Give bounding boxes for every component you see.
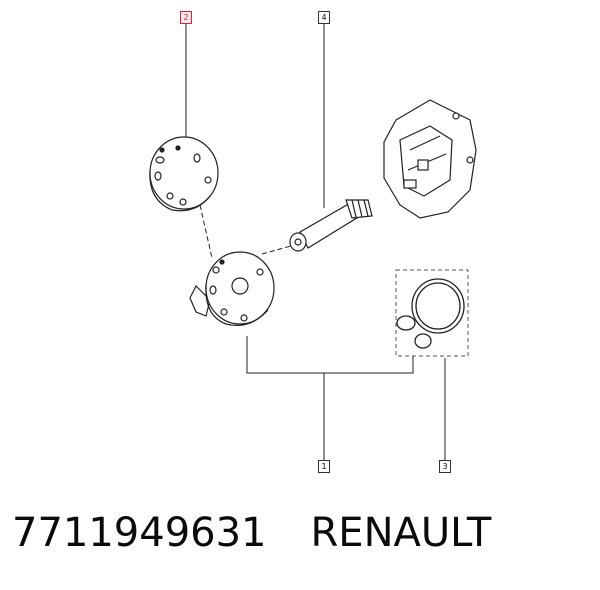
part-number: 7711949631 xyxy=(12,510,267,556)
assembly-dashed-line xyxy=(199,204,213,259)
engine-mounting-body xyxy=(383,99,477,219)
seal-kit-box-part-3 xyxy=(395,269,469,357)
filter-housing-part-1 xyxy=(189,251,275,326)
callout-4[interactable]: 4 xyxy=(318,11,330,24)
seal-rings-part-3 xyxy=(396,278,465,349)
callout-1[interactable]: 1 xyxy=(318,460,330,473)
bracket-line-1 xyxy=(246,336,414,374)
brand-name: RENAULT xyxy=(310,510,492,556)
assembly-dashed-line-2 xyxy=(261,243,299,255)
threaded-shaft-part-4 xyxy=(289,199,373,252)
exploded-parts-diagram xyxy=(149,22,477,460)
filter-element-part-2 xyxy=(149,136,219,212)
callout-2[interactable]: 2 xyxy=(180,11,192,24)
part-caption: 7711949631 RENAULT xyxy=(12,510,491,570)
callout-3[interactable]: 3 xyxy=(439,460,451,473)
